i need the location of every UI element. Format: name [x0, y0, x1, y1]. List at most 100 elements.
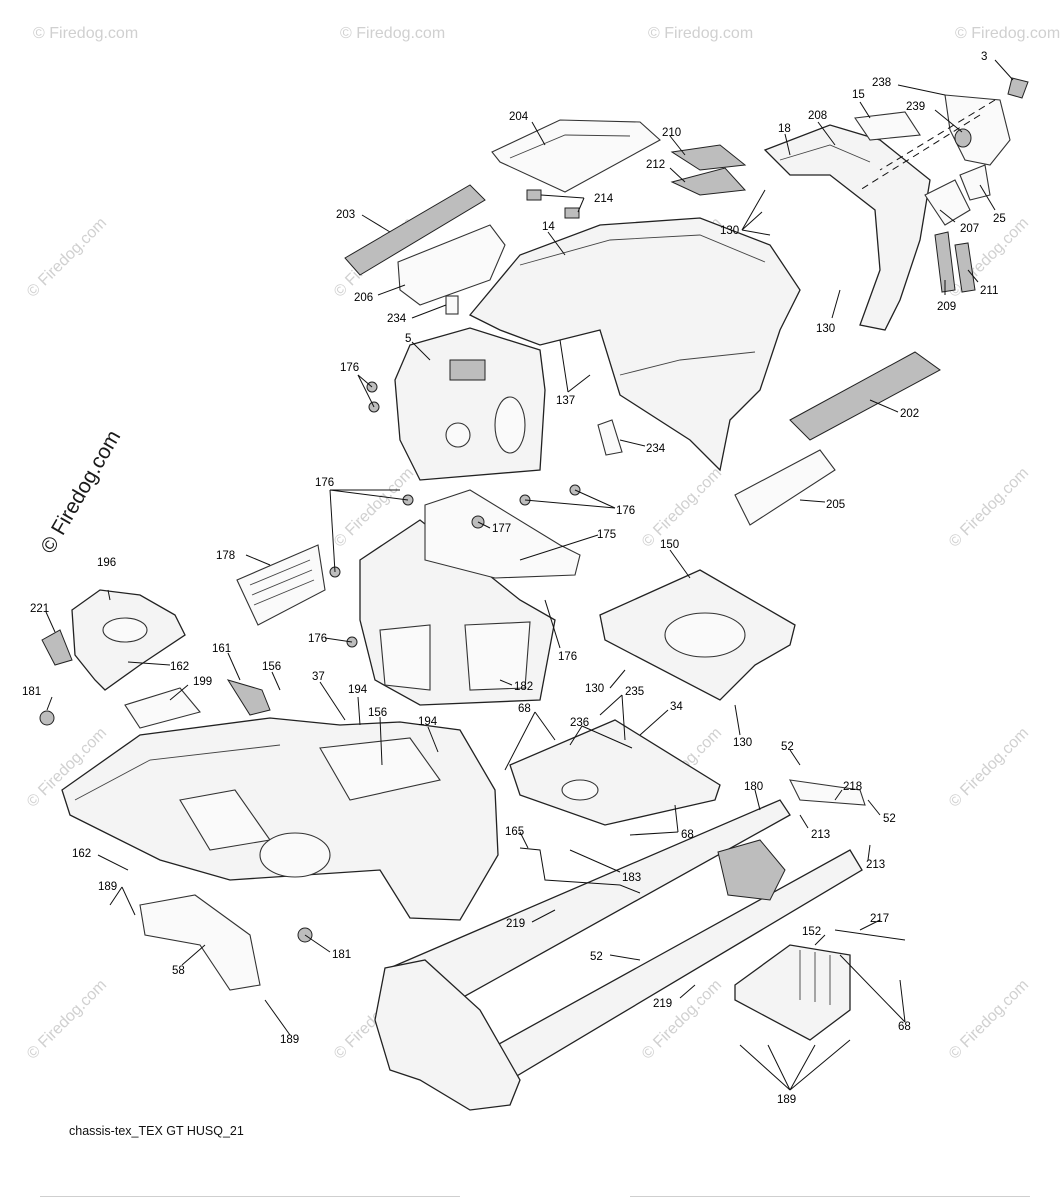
storage-box-part — [734, 944, 851, 1041]
callout-label: 202 — [900, 408, 919, 420]
body-panel-part — [61, 717, 499, 921]
leader-line — [577, 197, 585, 213]
watermark: © Firedog.com — [946, 724, 1032, 810]
footer-divider — [40, 1196, 460, 1197]
callout-label: 181 — [332, 949, 351, 961]
callout-label: 183 — [622, 872, 641, 884]
callout-label: 203 — [336, 209, 355, 221]
leader-line — [839, 954, 906, 1023]
leader-line — [357, 374, 373, 388]
grille-frame-detail — [779, 144, 871, 163]
callout-labels: 3 238 239 15 208 18 204 210 212 214 203 … — [22, 51, 1006, 1106]
clip-part — [564, 207, 580, 219]
callout-label: 194 — [418, 716, 438, 728]
leader-line — [869, 399, 899, 413]
pedestal-bracket — [424, 489, 581, 579]
leader-line — [357, 696, 361, 726]
callout-label: 208 — [808, 110, 827, 122]
hood-cover-part — [491, 119, 661, 193]
callout-label: 68 — [518, 703, 531, 715]
callout-label: 156 — [368, 707, 387, 719]
leader-line — [669, 135, 686, 156]
callout-label: 219 — [506, 918, 525, 930]
leader-line — [741, 189, 766, 231]
watermark: © Firedog.com — [33, 25, 138, 42]
footer-divider — [630, 1196, 1030, 1197]
leader-line — [319, 681, 346, 721]
watermark: © Firedog.com — [946, 464, 1032, 550]
leader-line — [789, 1039, 851, 1091]
label-part — [445, 295, 459, 315]
leader-line — [504, 711, 536, 771]
leader-line — [734, 704, 741, 736]
chassis-assembly — [374, 719, 906, 1111]
assembly-lines — [859, 99, 996, 191]
leader-line — [581, 725, 633, 749]
callout-label: 218 — [843, 781, 862, 793]
leader-line — [329, 489, 409, 501]
clip-part — [526, 189, 542, 201]
leader-line — [540, 194, 585, 199]
callout-label: 194 — [348, 684, 368, 696]
callout-label: 176 — [616, 505, 635, 517]
leader-line — [499, 679, 513, 686]
leader-line — [411, 341, 431, 361]
callout-label: 25 — [993, 213, 1006, 225]
leader-line — [897, 84, 946, 96]
leader-line — [531, 121, 546, 146]
callout-label: 178 — [216, 550, 235, 562]
callout-label: 130 — [816, 323, 835, 335]
callout-label: 235 — [625, 686, 644, 698]
trim-part — [854, 111, 921, 141]
callout-label: 3 — [981, 51, 987, 63]
leader-line — [519, 831, 529, 849]
leader-line — [477, 521, 491, 529]
support-bracket-part — [139, 894, 261, 991]
leader-line — [227, 652, 241, 681]
dash-assembly — [236, 327, 796, 706]
leader-line — [569, 849, 621, 873]
leader-line — [967, 269, 979, 283]
side-vent-left — [344, 184, 486, 276]
callout-label: 68 — [681, 829, 694, 841]
callout-label: 213 — [811, 829, 830, 841]
watermark: © Firedog.com — [946, 976, 1032, 1062]
leader-line — [45, 611, 56, 633]
front-grille-frame — [763, 124, 931, 331]
leader-line — [859, 101, 871, 119]
side-panel-part — [397, 224, 506, 306]
callout-label: 207 — [960, 223, 979, 235]
hood-ridge — [519, 234, 766, 266]
leader-line — [679, 984, 696, 999]
callout-label: 18 — [778, 123, 791, 135]
leader-line — [245, 554, 271, 566]
leader-line — [109, 886, 123, 906]
leader-line — [619, 439, 646, 447]
body-assembly — [39, 589, 499, 991]
dash-display — [449, 359, 486, 381]
leader-line — [169, 684, 189, 701]
callout-label: 196 — [97, 557, 116, 569]
leader-line — [831, 289, 841, 319]
leader-line — [127, 661, 171, 666]
leader-line — [531, 909, 556, 923]
vent-slots — [249, 559, 315, 606]
callout-label: 180 — [744, 781, 763, 793]
bracket-plate-part — [124, 687, 201, 729]
leader-line — [377, 284, 406, 296]
battery-tray-well — [664, 612, 746, 658]
fender-well — [259, 832, 331, 878]
leader-line — [427, 726, 439, 753]
callout-label: 150 — [660, 539, 679, 551]
leader-line — [639, 709, 669, 736]
leader-line — [599, 694, 623, 716]
emblem-part — [1007, 77, 1029, 99]
leader-line — [629, 831, 679, 836]
callout-label: 236 — [570, 717, 589, 729]
watermark-main: © Firedog.com — [36, 426, 125, 557]
leader-line — [789, 1044, 816, 1091]
callout-label: 130 — [720, 225, 739, 237]
leader-line — [979, 184, 996, 211]
grille-strip-part — [789, 351, 941, 441]
watermark: © Firedog.com — [639, 464, 725, 550]
